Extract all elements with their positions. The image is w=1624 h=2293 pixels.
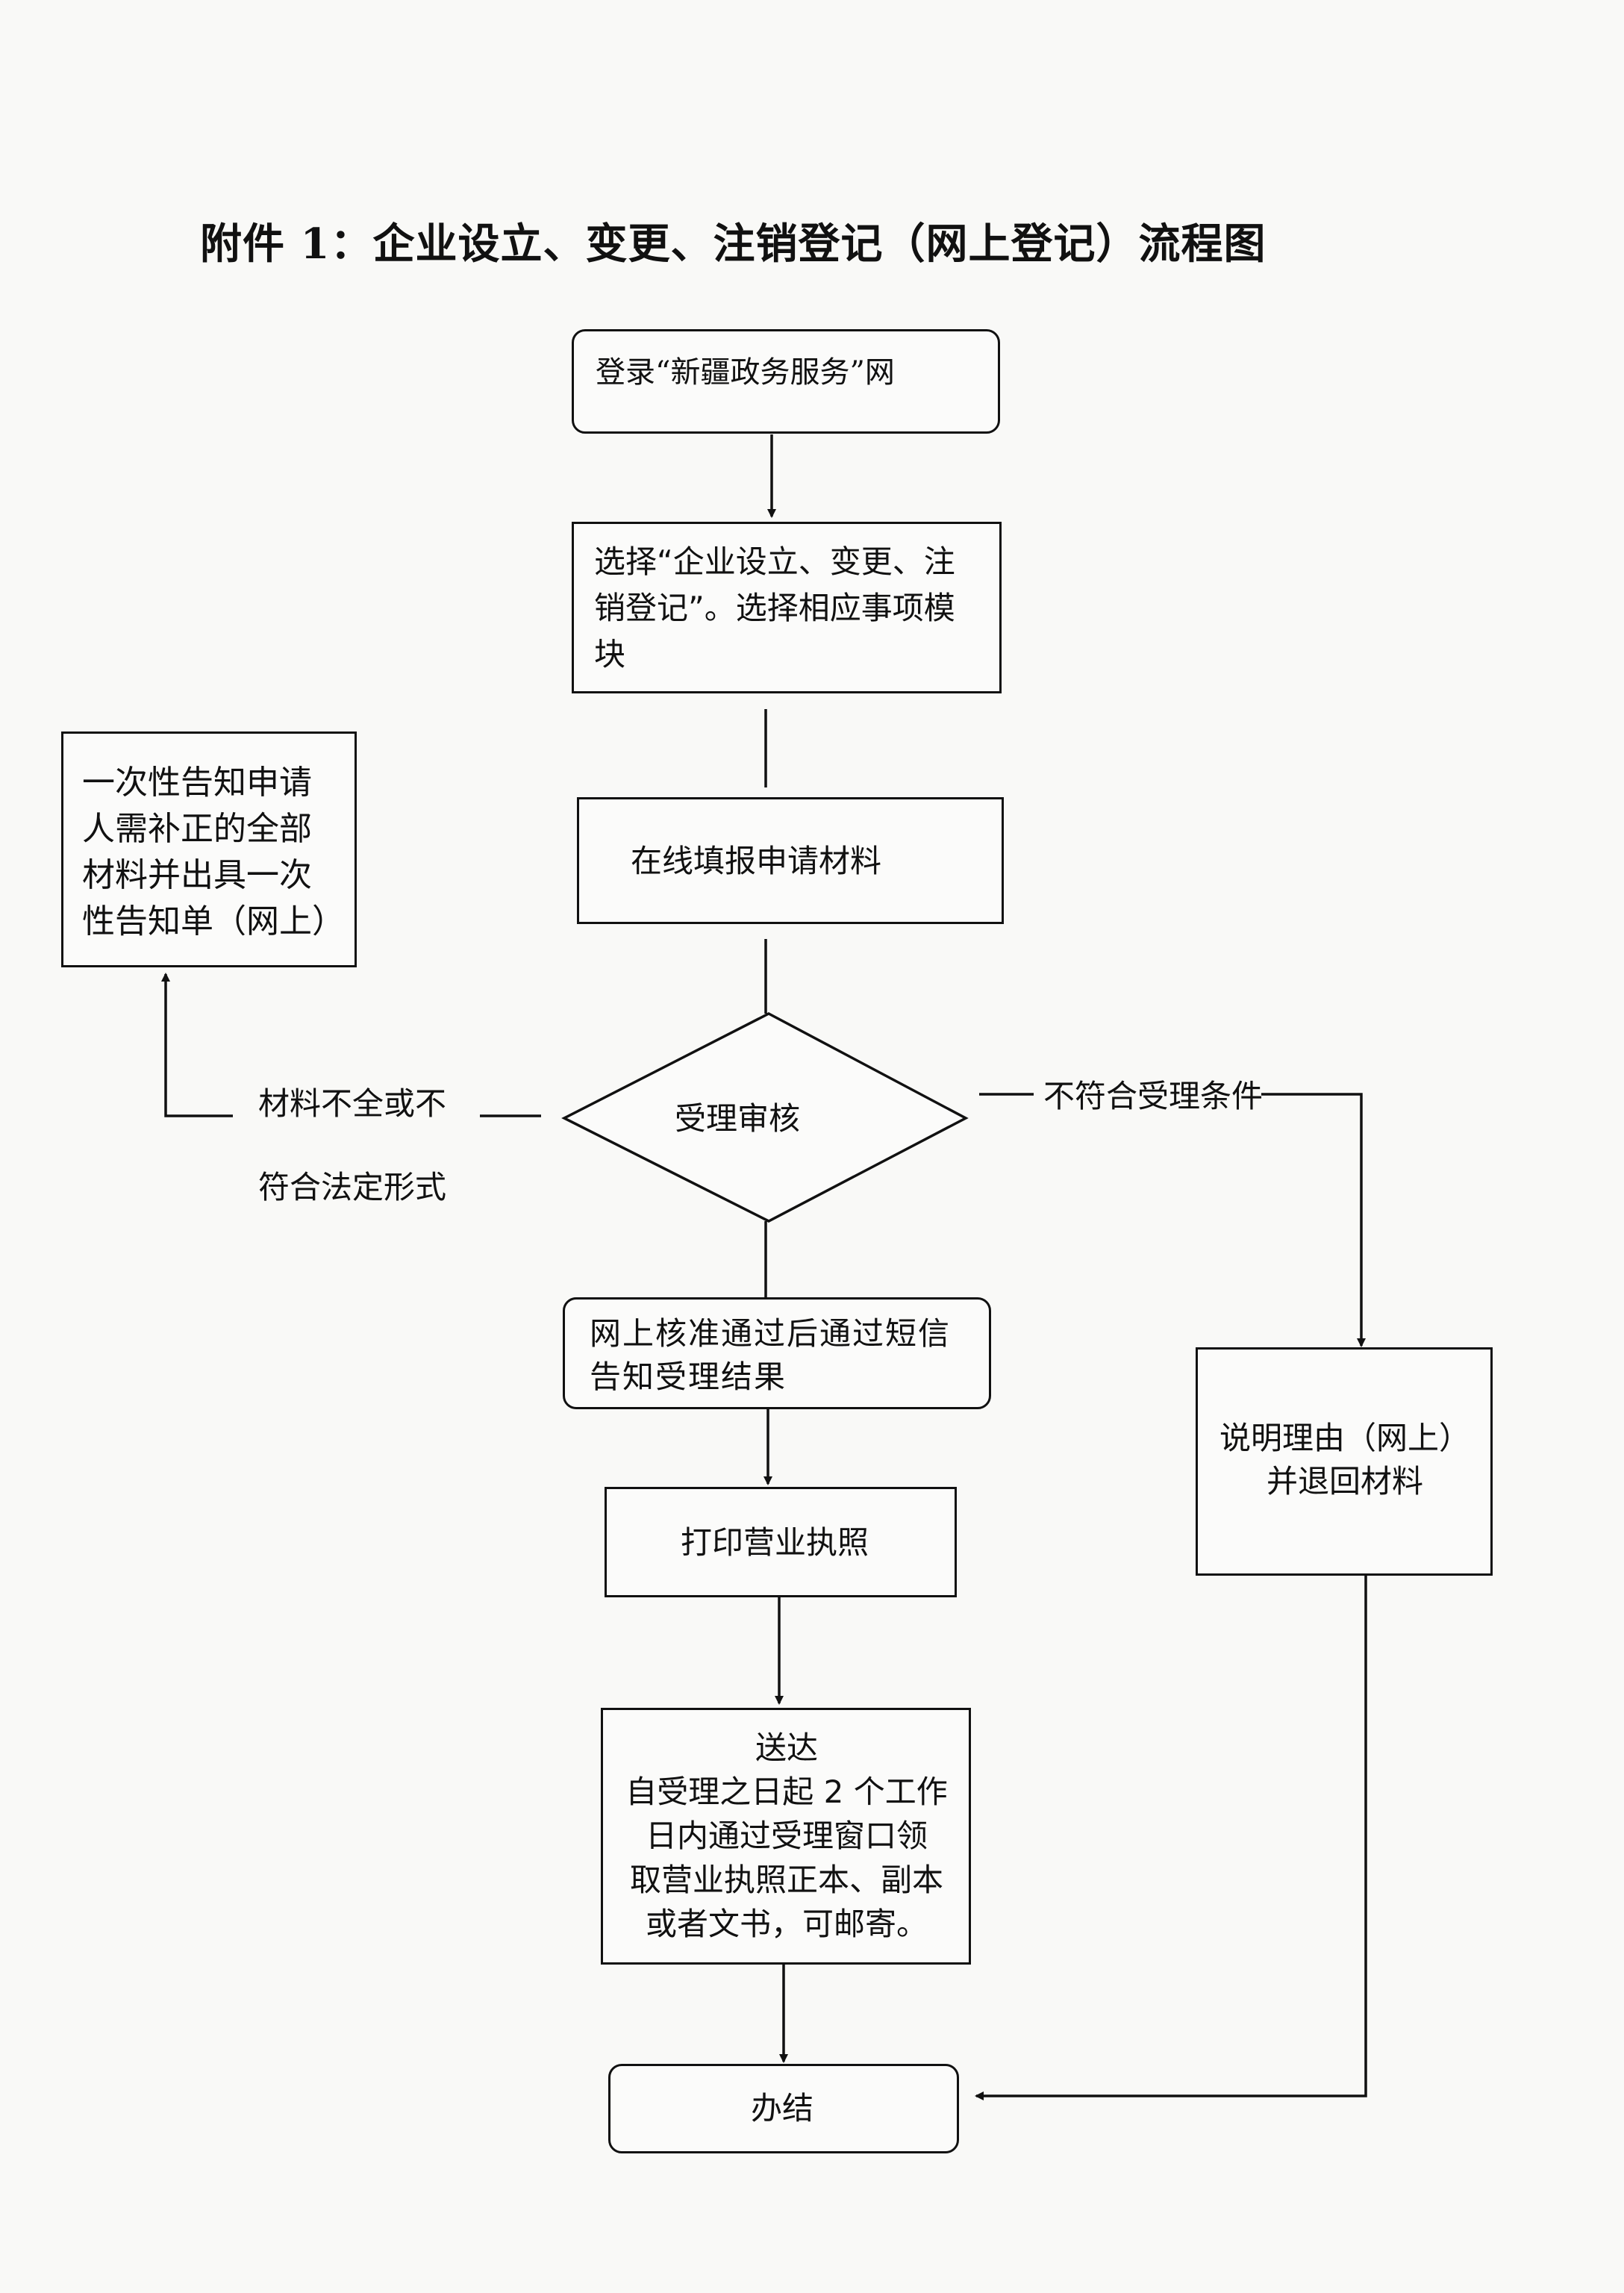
node-notify-incomplete-text: 一次性告知申请 人需补正的全部 材料并出具一次 性告知单（网上） [82, 764, 345, 940]
edge-label-incomplete-1: 材料不全或不 [258, 1085, 447, 1122]
node-fill-text: 在线填报申请材料 [631, 843, 882, 879]
node-deliver [601, 1708, 971, 1965]
review-diamond [561, 1012, 969, 1223]
node-fill [577, 797, 1004, 924]
node-approved-notice-text: 网上核准通过后通过短信 告知受理结果 [590, 1315, 952, 1395]
arrow-incomplete-to-notify [161, 973, 233, 1117]
node-done-text: 办结 [751, 2090, 814, 2127]
node-select [572, 522, 1002, 693]
node-reject [1196, 1347, 1493, 1576]
page-title: 附件 1：企业设立、变更、注销登记（网上登记）流程图 [200, 219, 1267, 269]
node-select-text: 选择“企业设立、变更、注 销登记”。选择相应事项模 块 [594, 543, 955, 673]
node-login-text: 登录“新疆政务服务”网 [596, 355, 895, 390]
node-print-license-text: 打印营业执照 [681, 1524, 869, 1561]
node-notify-incomplete [61, 731, 357, 967]
node-deliver-text: 送达 自受理之日起 2 个工作 日内通过受理窗口领 取营业执照正本、副本 或者文… [625, 1729, 948, 1942]
node-approved-notice [563, 1297, 991, 1409]
node-review-text: 受理审核 [675, 1100, 801, 1137]
node-login [572, 329, 1000, 434]
node-done [608, 2064, 959, 2153]
edge-label-incomplete-2: 符合法定形式 [258, 1169, 447, 1205]
node-reject-text: 说明理由（网上） 并退回材料 [1219, 1420, 1470, 1500]
node-print-license [605, 1487, 957, 1597]
edge-label-not-eligible: 不符合受理条件 [1043, 1078, 1264, 1114]
arrow-reject-to-done [975, 1575, 1367, 2100]
arrow-noteligible-to-reject [1261, 1093, 1366, 1347]
